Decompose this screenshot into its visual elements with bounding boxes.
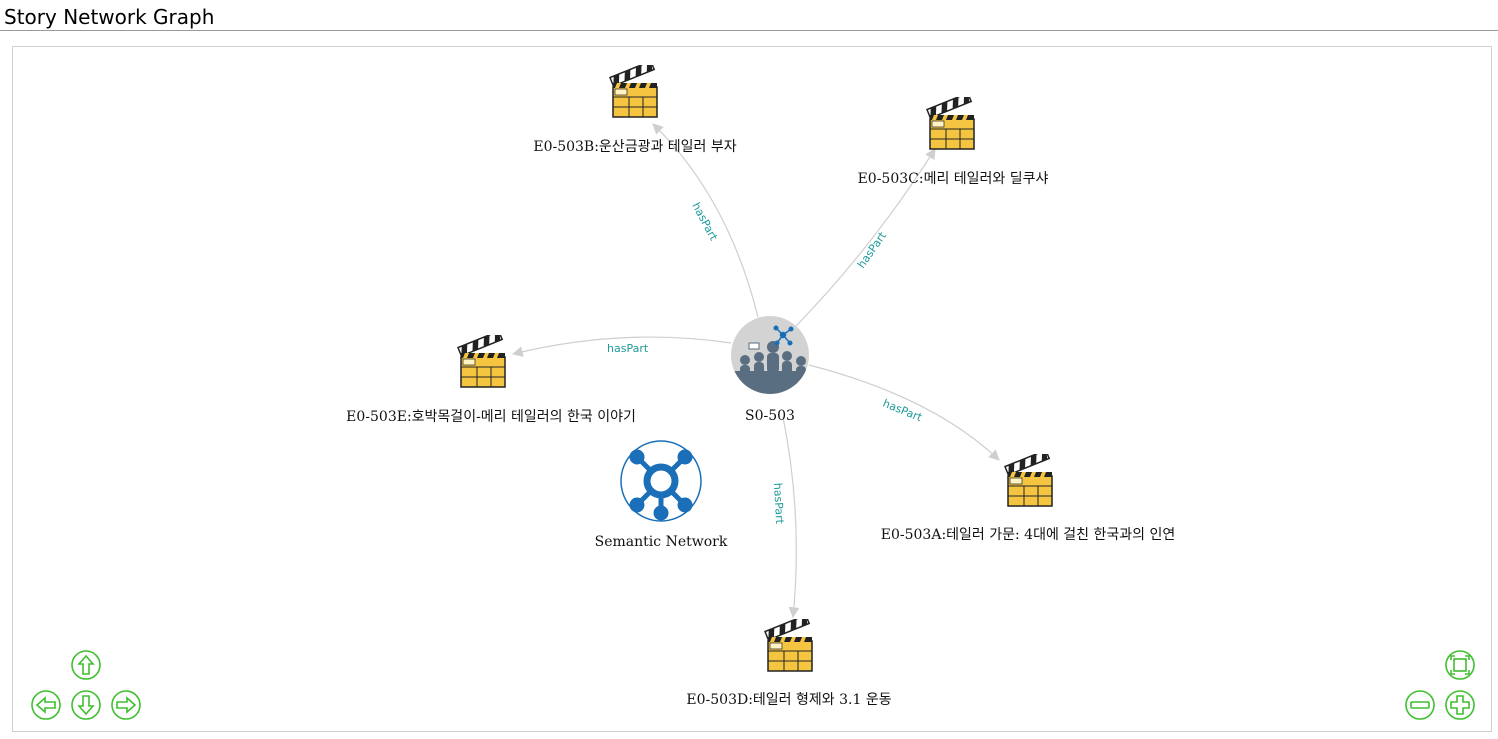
arrow-right-icon [116,696,137,714]
episode-node-E0-503E[interactable]: E0-503E:호박목걸이-메리 테일러의 한국 이야기 [346,331,636,425]
edge-to-E0-503C[interactable] [794,148,936,328]
arrow-left-icon [35,696,56,714]
node-label-E0-503D: E0-503D:테일러 형제와 3.1 운동 [686,692,891,708]
zoom-controls [1405,650,1475,720]
edge-label-E: hasPart [607,342,649,355]
node-label-E0-503B: E0-503B:운산금광과 테일러 부자 [533,139,736,155]
node-label-E0-503A: E0-503A:테일러 가문: 4대에 걸친 한국과의 인연 [881,527,1175,543]
pan-up-button[interactable] [71,650,101,680]
edge-label-A: hasPart [881,397,925,425]
zoom-out-icon [1410,701,1430,709]
legend-label: Semantic Network [595,534,728,550]
arrow-down-icon [77,695,95,716]
graph-canvas[interactable]: hasPart hasPart hasPart hasPart hasPart [13,47,1491,731]
zoom-in-icon [1450,695,1470,715]
node-label-E0-503E: E0-503E:호박목걸이-메리 테일러의 한국 이야기 [346,409,636,425]
fit-to-screen-button[interactable] [1445,650,1475,680]
node-label-E0-503C: E0-503C:메리 테일러와 딜쿠샤 [858,171,1049,187]
page-title: Story Network Graph [4,5,215,29]
network-graph-panel[interactable]: hasPart hasPart hasPart hasPart hasPart [12,46,1492,732]
clapperboard-icon [764,619,813,672]
semantic-network-legend[interactable]: Semantic Network [595,440,728,550]
graph-edges [511,123,1000,619]
page-header: Story Network Graph [0,0,1498,31]
edge-to-E0-503B[interactable] [652,123,759,318]
episode-node-E0-503D[interactable]: E0-503D:테일러 형제와 3.1 운동 [686,615,892,708]
edge-label-C: hasPart [855,229,890,271]
edge-label-D: hasPart [771,482,786,524]
pan-right-button[interactable] [111,690,141,720]
story-people-icon [731,316,809,394]
episode-node-E0-503B[interactable]: E0-503B:운산금광과 테일러 부자 [533,61,737,155]
arrow-up-icon [77,654,95,675]
zoom-out-button[interactable] [1405,690,1435,720]
episode-node-E0-503C[interactable]: E0-503C:메리 테일러와 딜쿠샤 [858,93,1049,187]
edge-to-E0-503A[interactable] [808,364,1000,461]
clapperboard-icon [1004,454,1053,507]
clapperboard-icon [609,65,658,118]
edge-to-E0-503D[interactable] [782,416,800,619]
node-label-S0-503: S0-503 [745,408,795,424]
fit-to-screen-icon [1450,655,1470,675]
edge-to-E0-503E[interactable] [511,336,732,357]
episode-node-E0-503A[interactable]: E0-503A:테일러 가문: 4대에 걸친 한국과의 인연 [881,450,1175,543]
pan-left-button[interactable] [31,690,61,720]
clapperboard-icon [457,335,506,388]
zoom-in-button[interactable] [1445,690,1475,720]
semantic-network-icon [620,440,702,522]
story-node-S0-503[interactable]: S0-503 [731,316,811,424]
pan-down-button[interactable] [71,690,101,720]
clapperboard-icon [926,97,975,150]
pan-controls [31,650,141,720]
